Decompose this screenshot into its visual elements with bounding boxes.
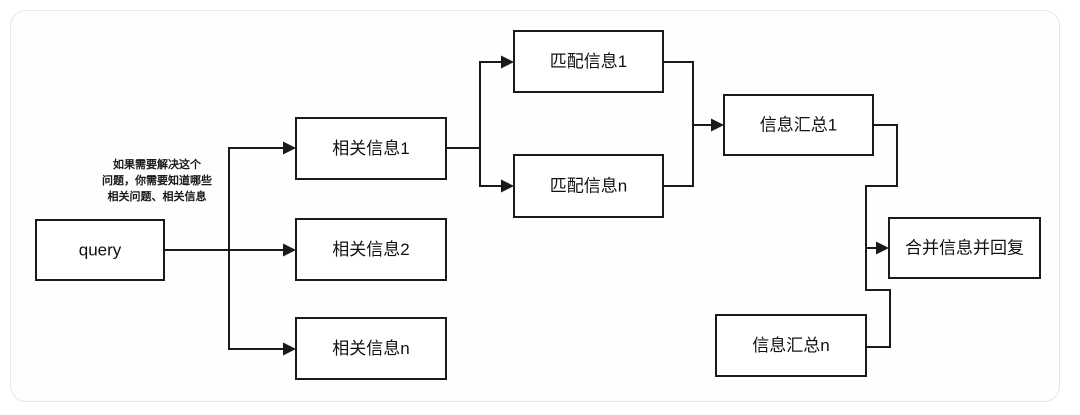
edge-matchn-to-sum1 <box>663 125 694 187</box>
edge-annotation-line: 相关问题、相关信息 <box>108 189 207 203</box>
edge-rel1-to-matchn <box>479 148 514 193</box>
node-rel2[interactable]: 相关信息2 <box>295 218 447 281</box>
node-label: 信息汇总1 <box>760 115 837 134</box>
edge-sum1-to-merge <box>865 124 898 255</box>
edge-annotation-line: 如果需要解决这个 <box>113 157 202 171</box>
node-box[interactable] <box>723 94 874 156</box>
arrow-head-icon <box>283 342 296 356</box>
arrow-head-icon <box>501 179 514 193</box>
node-reln[interactable]: 相关信息n <box>295 317 447 380</box>
edges-layer <box>164 55 898 356</box>
edge-line <box>865 124 898 249</box>
edge-sumn-to-merge <box>865 248 891 348</box>
node-label: 合并信息并回复 <box>905 238 1024 257</box>
node-box[interactable] <box>715 314 867 377</box>
node-label: 相关信息2 <box>332 240 409 259</box>
edge-line <box>479 148 506 187</box>
edge-query-to-rel2 <box>164 243 296 257</box>
node-box[interactable] <box>888 217 1041 279</box>
edge-match1-to-sum1 <box>663 61 724 132</box>
arrow-head-icon <box>501 55 514 69</box>
node-rel1[interactable]: 相关信息1 <box>295 117 447 180</box>
edge-rel1-to-match1 <box>446 55 514 149</box>
node-box[interactable] <box>295 317 447 380</box>
node-label: 相关信息n <box>332 339 409 358</box>
node-mergereply[interactable]: 合并信息并回复 <box>888 217 1041 279</box>
edge-line <box>663 61 716 126</box>
node-label: 匹配信息n <box>550 176 627 195</box>
node-label: 信息汇总n <box>752 336 829 355</box>
node-box[interactable] <box>295 117 447 180</box>
node-label: 相关信息1 <box>332 139 409 158</box>
edge-annotation-line: 问题，你需要知道哪些 <box>102 173 212 187</box>
node-sumn[interactable]: 信息汇总n <box>715 314 867 377</box>
node-sum1[interactable]: 信息汇总1 <box>723 94 874 156</box>
edge-line <box>446 61 506 149</box>
node-query[interactable]: query <box>35 219 165 281</box>
edge-line <box>663 125 694 187</box>
edge-line <box>228 250 288 350</box>
node-label: 匹配信息1 <box>550 52 627 71</box>
node-box[interactable] <box>295 218 447 281</box>
edge-line <box>865 248 891 348</box>
nodes-layer: query 相关信息1 相关信息2 相关信息n 匹配信息1 匹配信息n 信息汇总1 信息汇总n… <box>35 30 1041 380</box>
node-box[interactable] <box>513 30 664 93</box>
arrow-head-icon <box>876 241 889 255</box>
arrow-head-icon <box>283 243 296 257</box>
arrow-head-icon <box>283 141 296 155</box>
node-match1[interactable]: 匹配信息1 <box>513 30 664 93</box>
node-label: query <box>79 240 122 259</box>
arrow-head-icon <box>711 118 724 132</box>
node-box[interactable] <box>513 154 664 218</box>
node-box[interactable] <box>35 219 165 281</box>
edge-query-to-reln <box>228 250 296 356</box>
node-matchn[interactable]: 匹配信息n <box>513 154 664 218</box>
